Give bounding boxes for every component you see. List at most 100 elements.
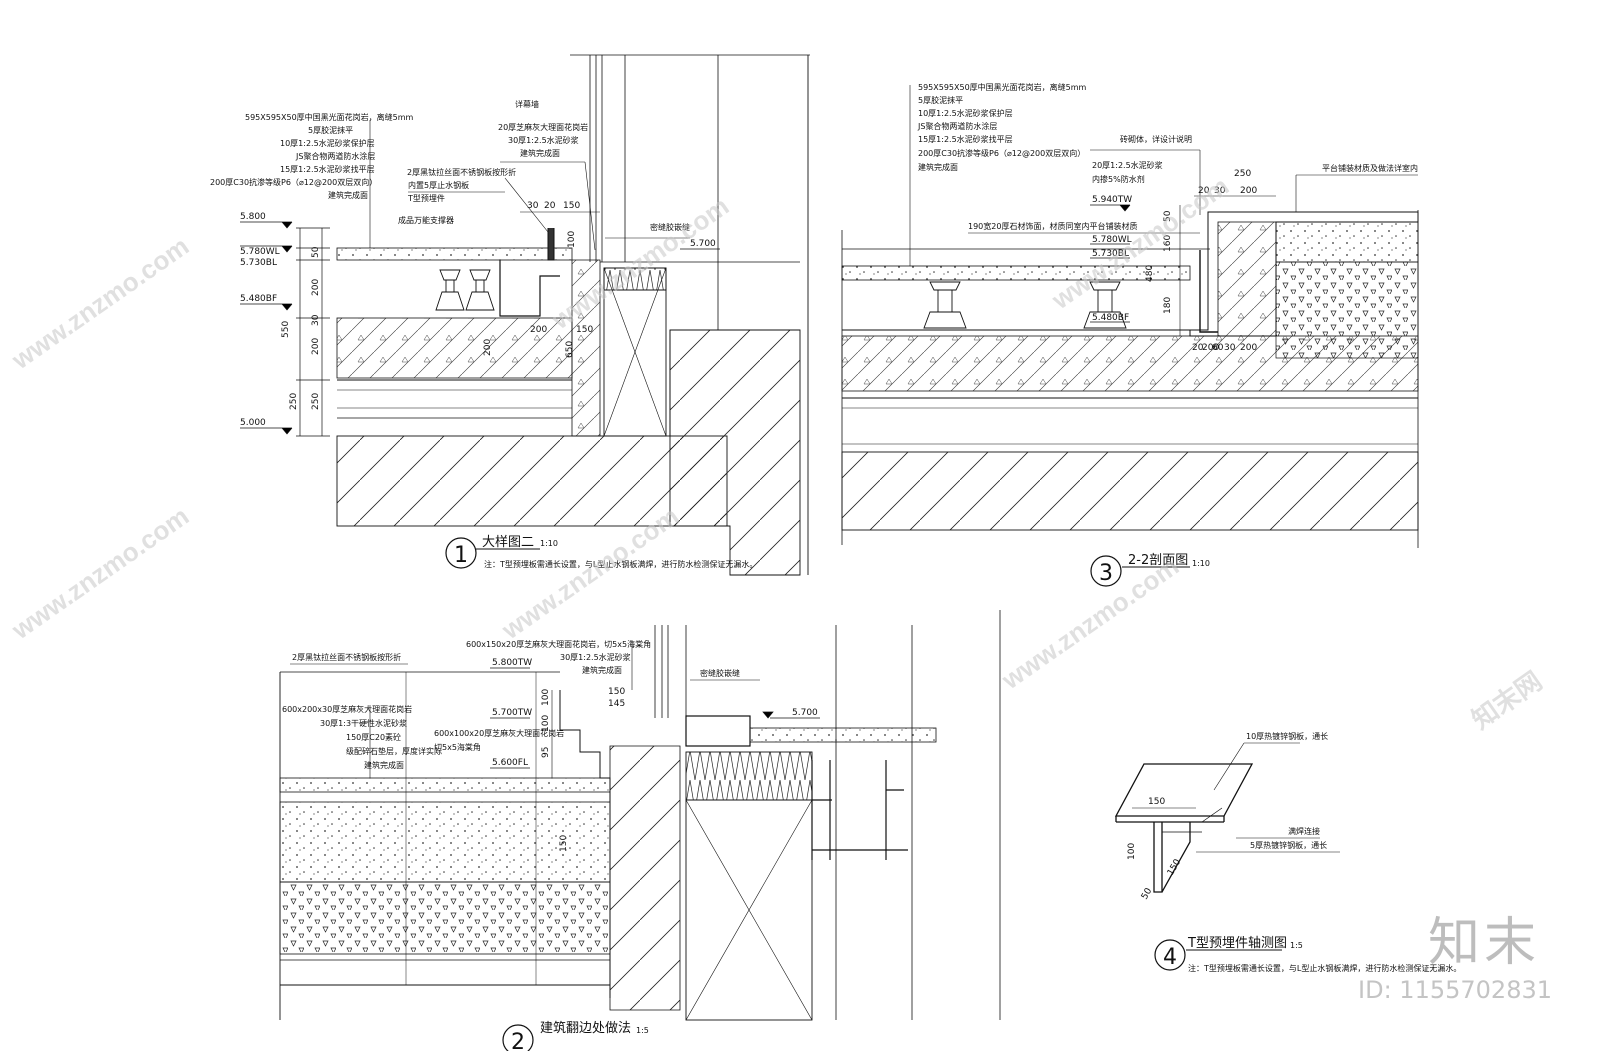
d2-elev-5600: 5.600FL [492,758,528,768]
marker-4: 4 [1163,945,1177,970]
d2-scale: 1:5 [636,1026,649,1035]
dim-550: 550 [281,321,291,338]
dim-200c: 200 [530,325,547,335]
d4-dim-150b: 150 [1166,857,1183,877]
elev-5800: 5.800 [240,212,266,222]
watermark-brand-1: 知末网 [1466,666,1547,735]
d3-dim-50: 50 [1163,210,1173,222]
d1-label-5: 200厚C30抗渗等级P6（⌀12@200双层双向） [210,177,377,187]
elev-5700: 5.700 [690,239,716,249]
d2-left-2: 150厚C20素砼 [346,732,401,742]
d1-seal: 密缝胶嵌缝 [650,222,690,232]
d1-label-3: JS聚合物两道防水涂层 [295,151,375,161]
image-id: ID: 1155702831 [1358,976,1552,1004]
d1-label2-0: 20厚芝麻灰大理面花岗岩 [498,122,588,132]
elev-5480bf: 5.480BF [240,294,277,304]
d4-note: 注：T型预埋板需通长设置，与L型止水钢板满焊，进行防水检测保证无漏水。 [1188,963,1461,973]
d1-scale: 1:10 [540,539,558,548]
d2-left-1: 30厚1:3干硬性水泥砂浆 [320,718,407,728]
dim-650: 650 [565,341,575,358]
dim-200d: 200 [483,339,493,356]
d3-dim-250: 250 [1234,169,1251,179]
d1-label2-2: 建筑完成面 [520,148,560,158]
elev-5730bl: 5.730BL [240,258,277,268]
dim-200b: 200 [311,338,321,355]
d3-title: 2-2剖面图 [1128,553,1188,568]
d4-title: T型预埋件轴测图 [1187,936,1287,951]
d3-elev-5940: 5.940TW [1092,195,1132,205]
d3-dim-480: 480 [1145,265,1155,282]
d3-label-2: 10厚1:2.5水泥砂浆保护层 [918,108,1013,118]
detail-4: 150 100 150 50 10厚热镀锌钢板，通长 满焊连接 5厚热镀锌钢板，… [1114,731,1461,973]
d4-dim-150: 150 [1148,797,1165,807]
d3-label-0: 595X595X50厚中国黑光面花岗岩，离缝5mm [918,82,1087,92]
d2-dim-95: 95 [541,747,551,758]
detail-1: 550 200 50 30 200 250 250 5.800 5.780WL … [210,54,810,576]
d3-brick: 砖砌体，详设计说明 [1120,134,1192,144]
d4-dim-50: 50 [1140,886,1155,901]
d4-dim-100: 100 [1127,843,1137,860]
dim-150-top: 150 [563,201,580,211]
dim-250: 250 [289,393,299,410]
d3-label-3: JS聚合物两道防水涂层 [917,121,997,131]
d3-dim-200: 200 [1240,186,1257,196]
d3-dim-160: 160 [1163,235,1173,252]
d3-mortar: 20厚1:2.5水泥砂浆 [1092,160,1163,170]
dim-250b: 250 [311,393,321,410]
d2-top-2: 建筑完成面 [582,665,622,675]
d3-stone: 190宽20厚石材饰面，材质同室内平台铺装材质 [968,221,1137,231]
d3-label-5: 200厚C30抗渗等级P6（⌀12@200双层双向） [918,148,1085,158]
d3-elev-5730: 5.730BL [1092,249,1129,259]
dim-20-top: 20 [544,201,556,211]
d2-mid-0: 600x100x20厚芝麻灰大理面花岗岩 [434,728,564,738]
dim-30: 30 [311,314,321,326]
d3-waterproof: 内掺5%防水剂 [1092,174,1145,184]
d3-label-6: 建筑完成面 [918,162,958,172]
d3-dim-20: 20 [1198,186,1210,196]
d4-plate-side: 5厚热镀锌钢板，通长 [1250,840,1327,850]
d2-elev-5800: 5.800TW [492,658,532,668]
d3-elev-5480: 5.480BF [1092,313,1129,323]
d3-label-1: 5厚胶泥抹平 [918,95,963,105]
dim-30-top: 30 [527,201,539,211]
d2-steel: 2厚黑钛拉丝面不锈钢板按形折 [292,652,401,662]
d3-dim-200b: 200 [1202,343,1219,353]
watermark-site-6: www.znzmo.com [995,551,1184,696]
d3-dim-20b: 20 [1192,343,1204,353]
d2-left-4: 建筑完成面 [364,760,404,770]
d2-left-0: 600x200x30厚芝麻灰大理面花岗岩 [282,704,412,714]
d1-support: 成品万能支撑器 [398,215,454,225]
d1-curtain: 详幕墙 [515,99,539,109]
dim-200: 200 [311,279,321,296]
d2-seal: 密缝胶嵌缝 [700,668,740,678]
d4-plate-top: 10厚热镀锌钢板，通长 [1246,731,1328,741]
d2-dim-150b: 150 [608,687,625,697]
marker-1: 1 [454,543,468,568]
d4-scale: 1:5 [1290,941,1303,950]
d4-weld: 满焊连接 [1288,826,1320,836]
d3-elev-5780: 5.780WL [1092,235,1132,245]
d3-label-4: 15厚1:2.5水泥砂浆找平层 [918,134,1013,144]
d2-left-3: 级配碎石垫层，厚度详实际 [346,746,442,756]
d3-scale: 1:10 [1192,559,1210,568]
d2-mid-1: 切5x5海棠角 [434,742,481,752]
d3-platform: 平台铺装材质及做法详室内 [1322,163,1418,173]
d3-dim-30: 30 [1214,186,1226,196]
d2-dim-150: 150 [559,835,569,852]
d2-top-1: 30厚1:2.5水泥砂浆 [560,652,631,662]
d1-inner: 内置5厚止水钢板 [408,180,469,190]
d1-title: 大样图二 [482,535,534,550]
d2-dim-100a: 100 [541,689,551,706]
d2-elev-5700tw: 5.700TW [492,708,532,718]
d2-top-0: 600x150x20厚芝麻灰大理面花岗岩，切5x5海棠角 [466,639,651,649]
watermark-site-4: www.znzmo.com [5,501,194,646]
elev-5000: 5.000 [240,418,266,428]
d3-dim-180: 180 [1163,297,1173,314]
d3-dim-30b: 30 [1224,343,1236,353]
detail-3: 5.940TW 5.780WL 5.730BL 5.480BF 595X595X… [841,82,1419,587]
d1-label-4: 15厚1:2.5水泥砂浆找平层 [280,164,375,174]
dim-100: 100 [567,231,577,248]
watermark-site-3: www.znzmo.com [1045,171,1234,316]
detail-2: 2厚黑钛拉丝面不锈钢板按形折 600x200x30厚芝麻灰大理面花岗岩 30厚1… [279,610,1001,1051]
